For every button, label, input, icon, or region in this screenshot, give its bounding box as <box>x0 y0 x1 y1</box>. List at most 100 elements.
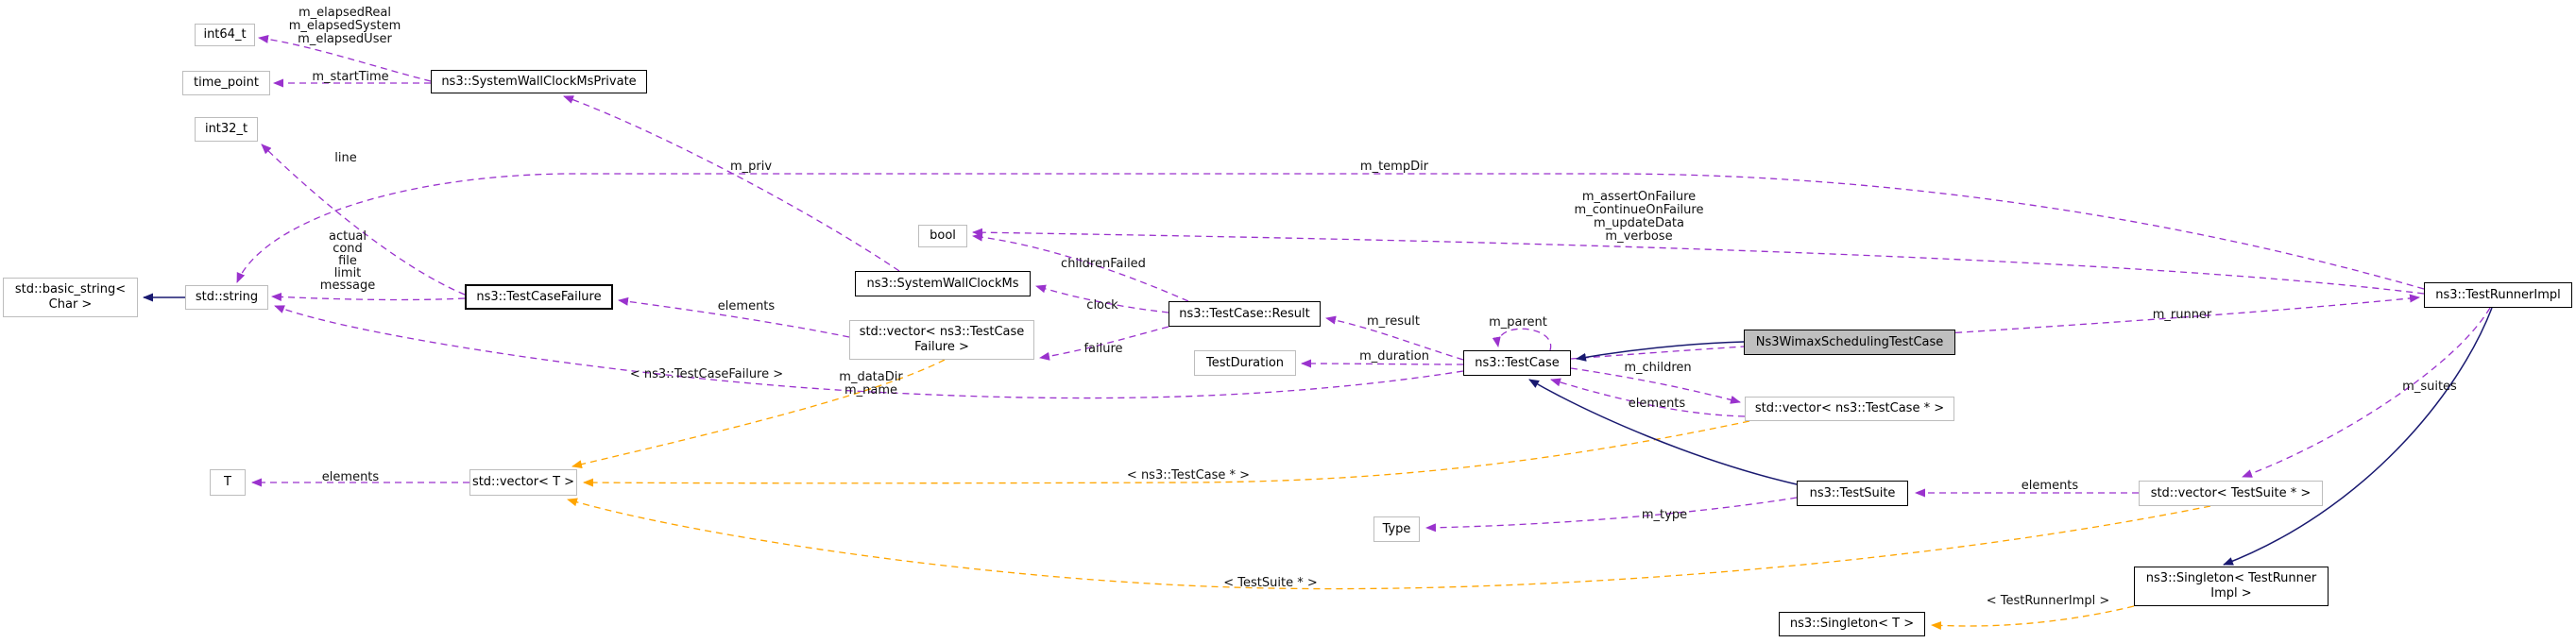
node-type[interactable]: Type <box>1373 516 1420 542</box>
node-ns3-testsuite[interactable]: ns3::TestSuite <box>1797 481 1908 506</box>
node-std-vector-testcase-ptr[interactable]: std::vector< ns3::TestCase * > <box>1745 397 1954 421</box>
edge-ns3-testsuite-to-ns3-testcase <box>1528 379 1798 485</box>
node-label: ns3::TestRunnerImpl <box>2435 287 2561 302</box>
node-label: Impl > <box>2210 586 2252 601</box>
node-label: bool <box>930 228 956 243</box>
node-label: ns3::Singleton< T > <box>1789 617 1915 631</box>
node-label: Char > <box>48 297 93 312</box>
edge-ns3-testcase-to-std-string <box>274 305 1464 399</box>
edge-label-ns3-testcase-result-to-std-vector-testcasefailure: failure <box>1083 342 1122 356</box>
edge-label-std-vector-testsuite-ptr-to-ns3-testsuite: elements <box>2022 479 2079 493</box>
edge-ns3-testcase-to-ns3-testcase <box>1492 328 1552 351</box>
node-label: int32_t <box>204 122 248 136</box>
edge-ns3-testrunnerimpl-to-bool <box>972 228 2425 295</box>
node-ns3wimaxschedulingtestcase[interactable]: Ns3WimaxSchedulingTestCase <box>1744 330 1955 355</box>
edge-ns3-testsuite-to-type <box>1425 497 1798 533</box>
edge-label-ns3-testcase-to-testduration: m_duration <box>1359 349 1429 364</box>
node-label: std::string <box>195 290 259 304</box>
node-label: std::vector< ns3::TestCase <box>859 325 1025 339</box>
edge-label-std-vector-testsuite-ptr-to-std-vector-t: < TestSuite * > <box>1223 576 1317 590</box>
node-ns3-testcase-result[interactable]: ns3::TestCase::Result <box>1169 301 1321 327</box>
node-label: std::vector< ns3::TestCase * > <box>1754 401 1945 415</box>
edge-std-vector-testcase-ptr-to-ns3-testcase <box>1550 378 1746 417</box>
edge-ns3-singleton-testrunnerimpl-to-ns3-singleton-t <box>1931 605 2135 630</box>
node-int32-t[interactable]: int32_t <box>195 117 258 142</box>
node-label: time_point <box>193 76 260 90</box>
node-ns3-systemwallclockms[interactable]: ns3::SystemWallClockMs <box>855 271 1031 296</box>
node-label: std::basic_string< <box>14 282 127 296</box>
node-label: Failure > <box>914 340 969 354</box>
edge-label-ns3-systemwallclockmsprivate-to-time-point: m_startTime <box>312 70 388 84</box>
node-testduration[interactable]: TestDuration <box>1194 350 1296 376</box>
node-label: ns3::TestSuite <box>1809 485 1896 500</box>
node-t[interactable]: T <box>210 469 246 496</box>
node-label: std::vector< T > <box>471 475 575 489</box>
node-ns3-testcase[interactable]: ns3::TestCase <box>1463 350 1571 376</box>
node-label: Type <box>1382 521 1411 536</box>
node-std-vector-testsuite-ptr[interactable]: std::vector< TestSuite * > <box>2139 481 2323 506</box>
edge-label-ns3-testrunnerimpl-to-std-string: m_tempDir <box>1360 160 1429 174</box>
edge-std-vector-testcasefailure-to-std-vector-t <box>571 359 946 469</box>
edge-label-ns3-testcase-result-to-ns3-systemwallclockms: clock <box>1086 298 1118 313</box>
edge-label-ns3-testcasefailure-to-int32-t: line <box>334 151 356 165</box>
node-ns3-testcasefailure[interactable]: ns3::TestCaseFailure <box>465 284 613 310</box>
edge-label-std-vector-testcase-ptr-to-std-vector-t: < ns3::TestCase * > <box>1127 468 1250 482</box>
node-label: ns3::SystemWallClockMs <box>866 276 1019 291</box>
node-std-vector-t[interactable]: std::vector< T > <box>469 469 577 496</box>
node-std-basic-string[interactable]: std::basic_string<Char > <box>3 278 138 317</box>
node-label: ns3::SystemWallClockMsPrivate <box>441 74 637 89</box>
edge-label-std-vector-testcasefailure-to-ns3-testcasefailure: elements <box>718 299 776 313</box>
edge-label-ns3-systemwallclockms-to-ns3-systemwallclockmsprivate: m_priv <box>730 160 772 174</box>
node-label: ns3::TestCase::Result <box>1179 306 1310 321</box>
node-label: TestDuration <box>1205 355 1285 370</box>
node-label: T <box>224 475 231 489</box>
edge-ns3-systemwallclockms-to-ns3-systemwallclockmsprivate <box>563 95 900 272</box>
edge-ns3-testcase-to-ns3-testrunnerimpl <box>1570 294 2420 360</box>
edge-ns3-testcasefailure-to-std-string <box>271 292 466 301</box>
edge-ns3-testrunnerimpl-to-ns3-singleton-testrunnerimpl <box>2223 307 2493 566</box>
edge-label-ns3-singleton-testrunnerimpl-to-ns3-singleton-t: < TestRunnerImpl > <box>1987 594 2110 608</box>
node-label: std::vector< TestSuite * > <box>2150 485 2312 500</box>
edge-label-ns3-testcase-to-ns3-testcase: m_parent <box>1489 315 1547 330</box>
edge-label-ns3-testcase-to-ns3-testcase-result: m_result <box>1367 314 1420 329</box>
node-label: int64_t <box>203 27 247 42</box>
edge-label-ns3-testcase-to-ns3-testrunnerimpl: m_runner <box>2153 308 2212 322</box>
node-ns3-singleton-t[interactable]: ns3::Singleton< T > <box>1779 612 1925 636</box>
edge-ns3wimaxschedulingtestcase-to-ns3-testcase <box>1576 341 1745 362</box>
edge-label-ns3-testsuite-to-type: m_type <box>1642 508 1687 522</box>
node-ns3-testrunnerimpl[interactable]: ns3::TestRunnerImpl <box>2424 282 2572 308</box>
edge-label-ns3-testcase-result-to-bool: childrenFailed <box>1061 257 1146 271</box>
edge-label-ns3-testcase-to-std-vector-testcase-ptr: m_children <box>1624 361 1691 375</box>
node-label: Ns3WimaxSchedulingTestCase <box>1755 334 1944 349</box>
edge-ns3-testcase-result-to-ns3-systemwallclockms <box>1035 284 1169 313</box>
edge-label-std-vector-testcase-ptr-to-ns3-testcase: elements <box>1629 397 1686 411</box>
edge-ns3-testrunnerimpl-to-std-string <box>236 173 2425 290</box>
edge-label-std-vector-t-to-t: elements <box>322 470 380 484</box>
node-std-string[interactable]: std::string <box>185 285 268 310</box>
edge-std-vector-testcasefailure-to-ns3-testcasefailure <box>618 296 850 338</box>
edge-label-ns3-testrunnerimpl-to-std-vector-testsuite-ptr: m_suites <box>2402 380 2457 394</box>
node-label: ns3::Singleton< TestRunner <box>2145 571 2317 585</box>
edge-ns3-testrunnerimpl-to-std-vector-testsuite-ptr <box>2242 307 2491 478</box>
node-ns3-systemwallclockmsprivate[interactable]: ns3::SystemWallClockMsPrivate <box>431 70 647 93</box>
node-bool[interactable]: bool <box>918 225 967 247</box>
edge-std-vector-testsuite-ptr-to-std-vector-t <box>567 498 2211 590</box>
node-int64-t[interactable]: int64_t <box>195 24 255 46</box>
edge-std-vector-testcase-ptr-to-std-vector-t <box>583 420 1750 487</box>
node-label: ns3::TestCaseFailure <box>476 289 602 304</box>
node-label: ns3::TestCase <box>1475 355 1560 370</box>
edge-ns3-testcase-result-to-std-vector-testcasefailure <box>1039 326 1169 361</box>
edge-ns3-testcase-to-std-vector-testcase-ptr <box>1570 367 1741 404</box>
node-time-point[interactable]: time_point <box>182 71 270 95</box>
edge-ns3-testcase-result-to-bool <box>972 232 1189 302</box>
edge-ns3-testcasefailure-to-int32-t <box>261 144 466 296</box>
edge-label-std-vector-testcasefailure-to-std-vector-t: < ns3::TestCaseFailure > <box>630 367 783 381</box>
